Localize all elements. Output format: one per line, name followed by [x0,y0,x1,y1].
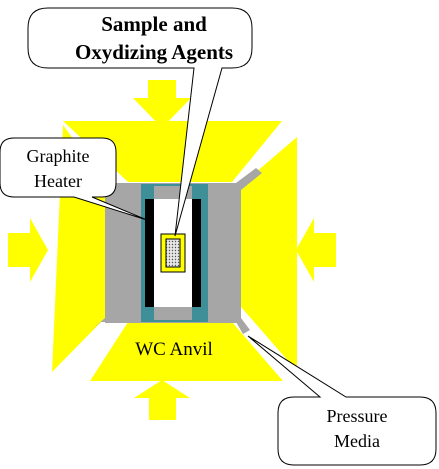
bottom-pressure-arrow [134,380,190,420]
sample-callout-line1: Sample and [101,12,207,36]
top-pressure-arrow [133,80,191,128]
media-callout-line2: Media [334,431,380,451]
bottom-anvil [90,322,283,381]
sample-callout-line2: Oxydizing Agents [75,40,233,64]
right-electrode [192,184,201,199]
right-heater-wall [192,199,201,307]
pressure-media-gasket-right-top [236,168,262,190]
right-pressure-arrow [296,218,336,282]
heater-callout-line2: Heater [34,171,82,191]
right-anvil [241,137,297,371]
media-callout-bubble [247,335,437,466]
bottom-plug [154,307,192,320]
right-electrode-bottom [192,307,201,322]
left-electrode-bottom [145,307,154,322]
sample [165,238,181,268]
pressure-media-gasket-right-bottom [236,318,250,334]
left-heater-wall [145,199,154,307]
left-electrode [145,184,154,199]
heater-callout-bubble [0,137,148,221]
media-callout-line1: Pressure [327,406,388,426]
anvil-label: WC Anvil [135,339,213,360]
left-pressure-arrow [8,218,48,282]
sample-callout-bubble [27,7,253,237]
top-anvil [63,121,282,182]
heater-callout-line1: Graphite [27,146,90,166]
